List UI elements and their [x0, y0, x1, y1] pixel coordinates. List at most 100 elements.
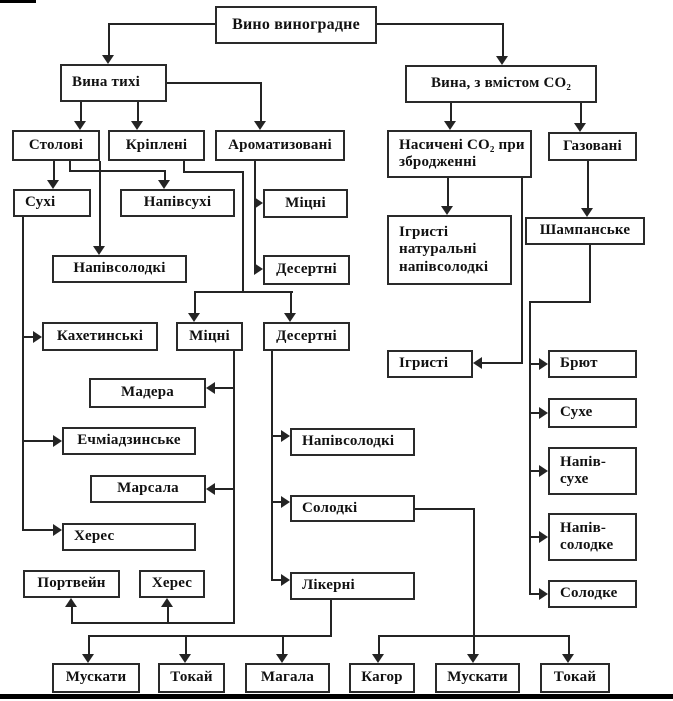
- connector-line: [502, 23, 504, 57]
- arrow-down-icon: [372, 654, 384, 663]
- arrow-right-icon: [281, 496, 290, 508]
- connector-line: [194, 291, 293, 293]
- node-portveyn: Портвейн: [23, 570, 120, 598]
- arrow-right-icon: [254, 263, 263, 275]
- arrow-down-icon: [444, 121, 456, 130]
- connector-line: [108, 23, 215, 25]
- arrow-right-icon: [281, 430, 290, 442]
- connector-line: [587, 161, 589, 210]
- connector-line: [271, 501, 281, 503]
- connector-line: [473, 508, 475, 637]
- connector-line: [290, 291, 292, 314]
- node-tokay-1: Токай: [158, 663, 225, 693]
- connector-line: [271, 579, 281, 581]
- connector-line: [53, 161, 55, 181]
- connector-line: [482, 362, 522, 364]
- node-mitsni-2: Міцні: [176, 322, 243, 351]
- connector-line: [69, 170, 166, 172]
- node-sukhe: Сухе: [548, 398, 637, 428]
- connector-line: [80, 102, 82, 122]
- connector-line: [521, 178, 523, 364]
- connector-line: [233, 351, 235, 624]
- connector-line: [378, 635, 570, 637]
- connector-line: [529, 536, 539, 538]
- connector-line: [88, 635, 332, 637]
- arrow-down-icon: [284, 313, 296, 322]
- node-napivsolodki-1: Напівсолодкі: [52, 255, 187, 283]
- connector-line: [254, 161, 256, 269]
- connector-line: [69, 161, 71, 172]
- arrow-up-icon: [65, 598, 77, 607]
- connector-line: [137, 102, 139, 122]
- node-shampanske: Шампанське: [525, 217, 645, 245]
- node-bryut: Брют: [548, 350, 637, 378]
- connector-line: [167, 82, 262, 84]
- node-madera: Мадера: [89, 378, 206, 408]
- node-napivsolodki-2: Напівсолодкі: [290, 428, 415, 456]
- connector-line: [215, 488, 233, 490]
- arrow-down-icon: [467, 654, 479, 663]
- node-solodki: Солодкі: [290, 495, 415, 522]
- arrow-left-icon: [206, 382, 215, 394]
- connector-line: [167, 606, 169, 623]
- arrow-down-icon: [93, 246, 105, 255]
- node-muskaty-2: Мускати: [435, 663, 520, 693]
- node-kheres-1: Херес: [62, 523, 196, 551]
- connector-line: [589, 245, 591, 302]
- node-mitsni-1: Міцні: [263, 189, 348, 218]
- connector-line: [194, 291, 196, 314]
- node-kheres-2: Херес: [139, 570, 205, 598]
- connector-line: [529, 363, 539, 365]
- node-hazovani: Газовані: [548, 132, 637, 161]
- node-kahor: Кагор: [349, 663, 415, 693]
- arrow-down-icon: [496, 56, 508, 65]
- arrow-down-icon: [441, 206, 453, 215]
- node-napivsolodke: Напів-солодке: [548, 513, 637, 561]
- node-stolovi: Столові: [12, 130, 100, 161]
- connector-line: [473, 637, 475, 654]
- connector-line: [529, 301, 591, 303]
- connector-line: [271, 435, 281, 437]
- connector-line: [215, 387, 233, 389]
- arrow-down-icon: [276, 654, 288, 663]
- node-ihrysti-naturalni: Ігристі натуральні напівсолодкі: [387, 215, 512, 285]
- node-desertni-2: Десертні: [263, 322, 350, 351]
- node-marsala: Марсала: [90, 475, 206, 503]
- connector-line: [242, 171, 244, 293]
- connector-line: [164, 170, 166, 181]
- connector-line: [22, 529, 54, 531]
- arrow-right-icon: [539, 407, 548, 419]
- connector-line: [185, 637, 187, 654]
- arrow-down-icon: [102, 55, 114, 64]
- arrow-right-icon: [53, 524, 62, 536]
- connector-line: [22, 440, 54, 442]
- arrow-right-icon: [281, 574, 290, 586]
- node-solodke: Солодке: [548, 580, 637, 608]
- connector-line: [568, 637, 570, 654]
- connector-line: [271, 351, 273, 581]
- connector-line: [22, 217, 24, 531]
- page-bottom-rule: [0, 694, 673, 699]
- node-napivsukhe: Напів-сухе: [548, 447, 637, 495]
- arrow-down-icon: [158, 180, 170, 189]
- connector-line: [108, 23, 110, 56]
- arrow-down-icon: [74, 121, 86, 130]
- connector-line: [447, 178, 449, 207]
- connector-line: [529, 593, 539, 595]
- arrow-down-icon: [254, 121, 266, 130]
- arrow-right-icon: [539, 465, 548, 477]
- connector-line: [282, 637, 284, 654]
- arrow-left-icon: [206, 483, 215, 495]
- arrow-down-icon: [179, 654, 191, 663]
- node-desertni-1: Десертні: [263, 255, 350, 285]
- arrow-right-icon: [254, 197, 263, 209]
- node-likerni: Лікерні: [290, 572, 415, 600]
- arrow-right-icon: [539, 358, 548, 370]
- connector-line: [183, 161, 185, 172]
- node-muskaty-1: Мускати: [52, 663, 140, 693]
- page-edge-mark: [0, 0, 36, 3]
- connector-line: [260, 82, 262, 122]
- connector-line: [330, 600, 332, 637]
- arrow-down-icon: [47, 180, 59, 189]
